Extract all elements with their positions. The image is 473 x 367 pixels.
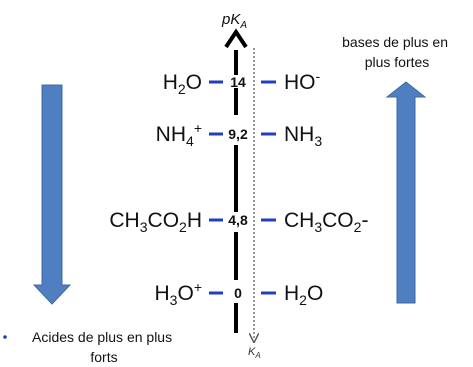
acid-species: CH3CO2H <box>109 209 202 235</box>
pka-level-row: 0 H3O+ H2O <box>155 279 324 308</box>
axis-bottom-label: KA <box>248 346 261 360</box>
acids-strength-arrow <box>32 84 72 305</box>
pka-value: 4,8 <box>228 212 248 228</box>
acids-caption: Acides de plus en plus forts <box>32 329 176 365</box>
bases-caption-line-2: plus fortes <box>365 54 430 70</box>
acids-caption-line-1: Acides de plus en plus <box>32 329 172 345</box>
acids-caption-line-2: forts <box>90 349 117 365</box>
acid-species: H2O <box>163 71 202 97</box>
base-species: H2O <box>284 282 323 308</box>
bullet-dot <box>3 335 7 339</box>
axis-arrowhead-up <box>224 28 248 49</box>
base-species: HO- <box>284 68 321 94</box>
bases-strength-arrow <box>385 81 427 304</box>
pka-value: 0 <box>234 285 242 301</box>
bases-caption-line-1: bases de plus en <box>342 34 448 50</box>
pka-level-row: 4,8 CH3CO2H CH3CO2- <box>109 209 368 235</box>
base-species: CH3CO2- <box>284 209 368 235</box>
pka-level-row: 14 H2O HO- <box>163 68 321 97</box>
pka-value: 14 <box>230 74 246 90</box>
acid-species: NH4+ <box>156 120 202 149</box>
axis-top-label: pKA <box>221 11 247 31</box>
pka-value: 9,2 <box>228 126 248 142</box>
base-species: NH3 <box>284 123 322 149</box>
pka-level-row: 9,2 NH4+ NH3 <box>156 120 323 149</box>
pka-axis <box>224 28 254 338</box>
bases-caption: bases de plus en plus fortes <box>342 34 452 70</box>
acid-species: H3O+ <box>155 279 203 308</box>
